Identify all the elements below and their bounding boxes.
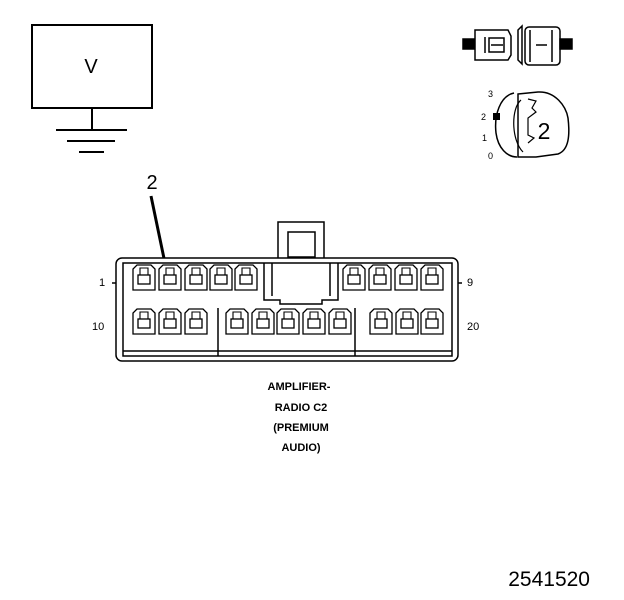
ignition-position-2: 2 [481, 112, 486, 122]
disconnected-connector-icon [462, 24, 573, 66]
caption-line-4: AUDIO) [281, 442, 320, 454]
pin-cavity-20 [420, 308, 444, 335]
pin-cavity-9 [420, 264, 444, 291]
ignition-key-icon: 3 2 1 0 2 [481, 89, 570, 161]
pin-cavity-7 [368, 264, 392, 291]
pin-cavity-15 [276, 308, 300, 335]
pin-label-bottom-left: 10 [92, 321, 104, 333]
pin-cavity-2 [158, 264, 182, 291]
voltmeter-symbol: V [31, 24, 153, 153]
ignition-pointer-icon [493, 113, 500, 120]
voltmeter-label: V [84, 56, 98, 78]
pin-cavity-12 [184, 308, 208, 335]
pin-cavity-16 [302, 308, 326, 335]
pin-cavity-1 [132, 264, 156, 291]
pin-label-top-left: 1 [99, 277, 105, 289]
connector-caption: AMPLIFIER- RADIO C2 (PREMIUM AUDIO) [268, 381, 331, 454]
caption-line-3: (PREMIUM [273, 422, 329, 434]
pin-cavity-10 [132, 308, 156, 335]
pin-cavity-4 [209, 264, 233, 291]
caption-line-2: RADIO C2 [275, 402, 328, 414]
ignition-selected-position: 2 [538, 118, 551, 144]
figure-number: 2541520 [508, 568, 590, 591]
pin-label-bottom-right: 20 [467, 321, 479, 333]
pin-cavity-19 [395, 308, 419, 335]
caption-line-1: AMPLIFIER- [268, 381, 331, 393]
callout-pin-number: 2 [146, 172, 157, 194]
ignition-position-0: 0 [488, 151, 493, 161]
pin-cavity-6 [342, 264, 366, 291]
ignition-position-1: 1 [482, 133, 487, 143]
ignition-position-3: 3 [488, 89, 493, 99]
pin-cavity-5 [234, 264, 258, 291]
pin-cavity-14 [251, 308, 275, 335]
pin-cavity-11 [158, 308, 182, 335]
ground-icon [56, 129, 127, 153]
pin-cavity-8 [394, 264, 418, 291]
pin-cavity-13 [225, 308, 249, 335]
pin-cavities [132, 264, 444, 335]
pin-cavity-17 [328, 308, 352, 335]
connector-body [112, 221, 462, 362]
pin-label-top-right: 9 [467, 277, 473, 289]
pin-cavity-18 [369, 308, 393, 335]
pin-cavity-3 [184, 264, 208, 291]
